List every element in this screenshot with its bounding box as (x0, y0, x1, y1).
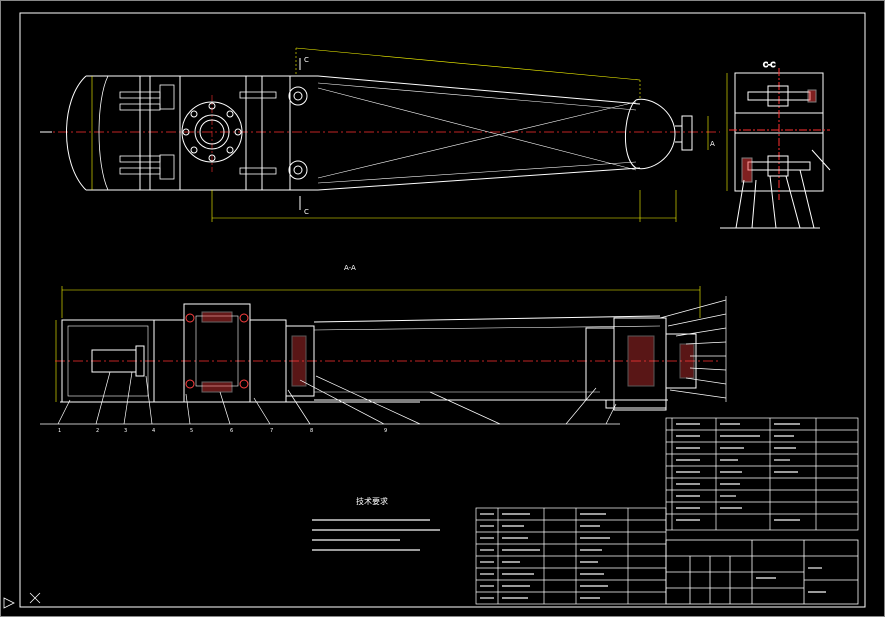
balloon-1: 1 (58, 428, 61, 434)
flange (181, 101, 243, 163)
right-end-block (585, 327, 615, 401)
balloon-8: 8 (310, 428, 313, 434)
parts-list-upper (665, 417, 859, 531)
balloon-5: 5 (190, 428, 193, 434)
balloon-4: 4 (152, 428, 155, 434)
balloon-3: 3 (124, 428, 127, 434)
taper-arm (288, 75, 693, 191)
balloon-6: 6 (230, 428, 233, 434)
bolt-rows (119, 84, 277, 180)
plate-1 (139, 75, 151, 191)
section-cut-marks (40, 58, 301, 210)
top-view-dimensions (91, 47, 709, 222)
section-cc-view: C-C (720, 61, 831, 229)
tube-top (313, 315, 661, 323)
section-aa-label: A-A (344, 264, 356, 272)
technical-requirements: 技术要求 (312, 496, 440, 551)
title-block (665, 539, 859, 605)
plate-2 (149, 75, 181, 191)
lower-leader-lines (40, 296, 727, 425)
section-aa-view: A-A (40, 264, 727, 434)
plate-3 (245, 75, 263, 191)
balloon-2: 2 (96, 428, 99, 434)
parts-list (475, 507, 667, 605)
lower-balloon-labels: 1 2 3 4 5 6 7 8 9 (58, 428, 387, 434)
tech-req-title: 技术要求 (356, 496, 388, 506)
left-end-curve (66, 75, 87, 191)
cut-mark-top: C (304, 56, 309, 64)
balloon-9: 9 (384, 428, 387, 434)
section-cc-label: C-C (763, 61, 775, 69)
view-arrow-mark: A (710, 140, 715, 148)
tech-req-lines (312, 519, 440, 551)
balloon-7: 7 (270, 428, 273, 434)
ucs-icon (3, 592, 41, 609)
top-view: C C A (40, 47, 720, 222)
left-inner-curve (98, 75, 109, 191)
inner-frame (19, 12, 866, 608)
cut-mark-bottom: C (304, 208, 309, 216)
